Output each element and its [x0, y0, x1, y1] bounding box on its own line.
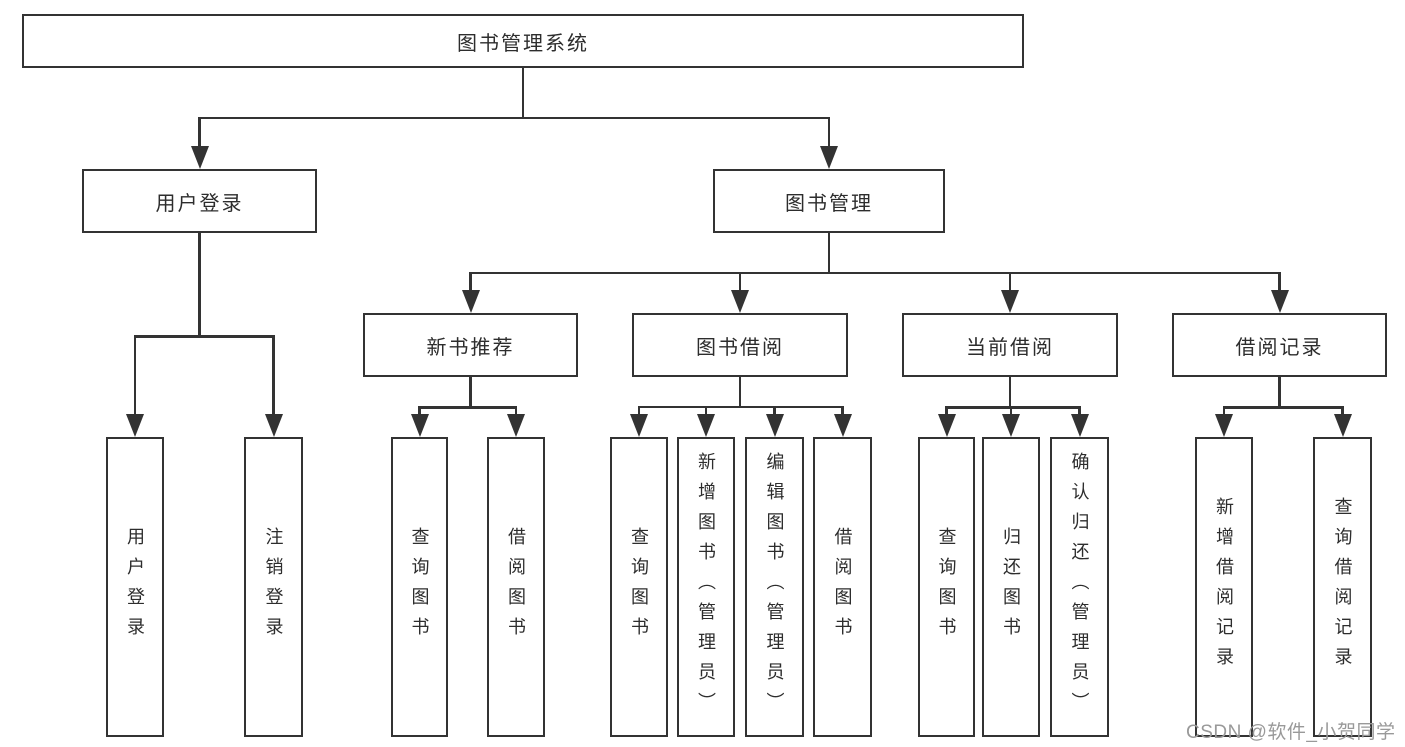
node-label: 借阅记录 — [1235, 336, 1324, 359]
connector-line — [1341, 406, 1344, 418]
node-label: 新书推荐 — [426, 336, 515, 359]
node-label: 图书管理系统 — [457, 32, 589, 55]
node-system-root: 图书管理系统 — [22, 14, 1024, 68]
node-label: 查询图书 — [409, 527, 430, 647]
connector-line — [1222, 406, 1226, 418]
node-label: 编辑图书（管理员） — [764, 452, 785, 722]
node-label: 查询图书 — [936, 527, 957, 647]
connector-arrowhead — [630, 414, 648, 437]
connector-arrowhead — [1270, 290, 1289, 313]
connector-arrowhead — [1001, 290, 1019, 313]
watermark: CSDN @软件_小贺同学 — [1186, 722, 1396, 743]
node-label: 图书管理 — [785, 192, 873, 215]
connector-line — [945, 406, 1081, 409]
node-label: 借阅图书 — [506, 527, 526, 647]
connector-arrowhead — [765, 414, 784, 437]
node-new-book-recommend: 新书推荐 — [363, 313, 578, 377]
connector-line — [1278, 377, 1281, 406]
connector-line — [418, 406, 421, 418]
connector-line — [1008, 273, 1012, 293]
connector-line — [1278, 273, 1281, 293]
connector-arrowhead — [833, 414, 852, 437]
connector-line — [133, 335, 275, 338]
node-label: 借阅图书 — [832, 527, 853, 647]
connector-arrowhead — [410, 414, 429, 437]
connector-line — [514, 406, 518, 418]
connector-line — [133, 335, 137, 418]
connector-arrowhead — [1070, 414, 1089, 437]
connector-line — [704, 406, 708, 418]
connector-line — [637, 406, 641, 418]
node-label: 归还图书 — [1001, 527, 1021, 647]
node-label: 新增借阅记录 — [1214, 497, 1234, 677]
connector-arrowhead — [1002, 414, 1020, 437]
connector-line — [469, 377, 472, 406]
connector-arrowhead — [461, 290, 480, 313]
connector-arrowhead — [190, 146, 209, 169]
leaf-logout: 注销登录 — [244, 437, 303, 737]
connector-line — [827, 233, 831, 273]
connector-arrowhead — [937, 414, 956, 437]
connector-line — [738, 377, 742, 408]
connector-line — [1009, 406, 1013, 418]
connector-line — [198, 116, 831, 119]
leaf-query-borrow-record: 查询借阅记录 — [1313, 437, 1372, 737]
node-label: 查询图书 — [629, 527, 649, 647]
node-label: 用户登录 — [155, 192, 244, 215]
node-user-login: 用户登录 — [82, 169, 317, 233]
leaf-add-borrow-record: 新增借阅记录 — [1195, 437, 1253, 737]
node-book-management: 图书管理 — [713, 169, 945, 233]
node-borrowing-records: 借阅记录 — [1172, 313, 1387, 377]
connector-line — [827, 118, 831, 150]
connector-line — [637, 405, 844, 408]
leaf-borrow-books-recommend: 借阅图书 — [487, 437, 545, 737]
connector-arrowhead — [1215, 414, 1233, 437]
node-label: 注销登录 — [263, 527, 284, 647]
leaf-user-login: 用户登录 — [106, 437, 164, 737]
connector-line — [945, 406, 948, 418]
connector-line — [1008, 377, 1012, 408]
connector-arrowhead — [731, 290, 749, 313]
node-label: 用户登录 — [125, 527, 145, 647]
connector-line — [198, 118, 201, 150]
leaf-add-book-admin: 新增图书（管理员） — [677, 437, 735, 737]
leaf-query-books-borrowing: 查询图书 — [610, 437, 668, 737]
node-label: 新增图书（管理员） — [696, 452, 716, 722]
node-label: 查询借阅记录 — [1332, 497, 1353, 677]
connector-arrowhead — [820, 146, 838, 169]
node-label: 图书借阅 — [696, 336, 784, 359]
leaf-borrow-books-borrowing: 借阅图书 — [813, 437, 872, 737]
node-book-borrowing: 图书借阅 — [632, 313, 848, 377]
connector-line — [1078, 406, 1081, 418]
node-label: 当前借阅 — [966, 336, 1054, 359]
connector-line — [198, 233, 201, 335]
node-current-borrowing: 当前借阅 — [902, 313, 1118, 377]
connector-arrowhead — [1333, 414, 1352, 437]
connector-line — [272, 335, 275, 418]
connector-line — [773, 406, 776, 418]
connector-arrowhead — [126, 414, 144, 437]
connector-line — [469, 271, 1281, 274]
connector-line — [418, 406, 518, 409]
node-label: 确认归还（管理员） — [1069, 452, 1090, 722]
connector-line — [738, 273, 742, 293]
connector-line — [521, 68, 525, 118]
leaf-return-book: 归还图书 — [982, 437, 1040, 737]
connector-arrowhead — [264, 414, 283, 437]
leaf-query-books-recommend: 查询图书 — [391, 437, 448, 737]
connector-arrowhead — [507, 414, 525, 437]
connector-arrowhead — [697, 414, 715, 437]
connector-line — [841, 406, 844, 418]
connector-line — [1222, 406, 1344, 409]
connector-line — [469, 273, 472, 293]
leaf-edit-book-admin: 编辑图书（管理员） — [745, 437, 804, 737]
leaf-confirm-return-admin: 确认归还（管理员） — [1050, 437, 1109, 737]
leaf-query-books-current: 查询图书 — [918, 437, 975, 737]
